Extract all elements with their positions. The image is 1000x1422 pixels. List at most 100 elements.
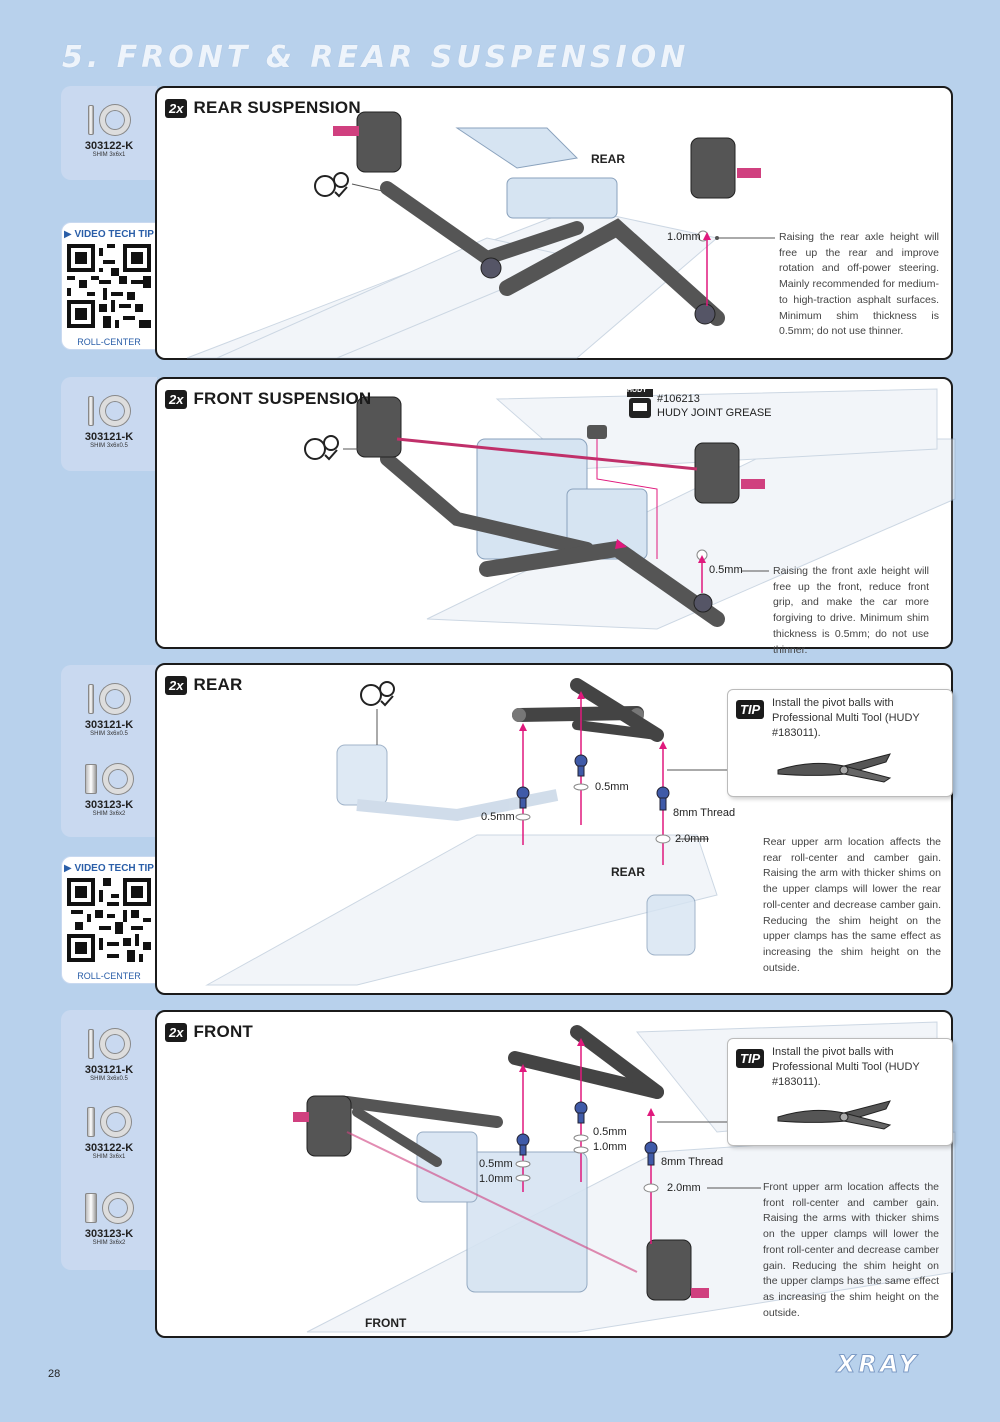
video-tech-tip-card[interactable]: ▶ VIDEO TECH TIP ROLL-CENTER — [61, 856, 157, 984]
play-circle-icon: ▶ — [64, 229, 72, 240]
shim-item: 303123-K SHIM 3x6x2 — [61, 1190, 157, 1246]
tip-badge: TIP — [736, 1049, 765, 1068]
quantity-badge: 2x — [165, 98, 188, 118]
shim-callout: 0.5mm — [709, 564, 743, 576]
play-circle-icon: ▶ — [64, 863, 72, 874]
part-number: 303121-K — [84, 431, 134, 443]
shim-callout-2: 0.5mm — [481, 811, 515, 823]
step-rear-suspension: 2x REAR SUSPENSION REAR 1.0mm Raising th… — [155, 86, 953, 360]
orientation-label: REAR — [591, 152, 626, 166]
quantity-badge: 2x — [165, 675, 188, 695]
rear-illustration — [205, 678, 727, 986]
video-label: ▶ VIDEO TECH TIP — [64, 863, 154, 874]
shim-item: 303121-K SHIM 3x6x0.5 — [61, 681, 157, 737]
parts-card-front: 303121-K SHIM 3x6x0.5 303122-K SHIM 3x6x… — [61, 1010, 157, 1270]
shim-item: 303122-K SHIM 3x6x1 — [61, 102, 157, 158]
shim-callout-3: 0.5mm — [479, 1158, 513, 1170]
shim-icon — [61, 1104, 157, 1140]
step-header: 2x REAR SUSPENSION — [165, 98, 361, 118]
shim-icon — [61, 102, 157, 138]
step-title: FRONT — [193, 1022, 254, 1041]
part-number: 303122-K — [84, 140, 134, 152]
shim-callout-4: 1.0mm — [479, 1173, 513, 1185]
tip-badge: TIP — [736, 700, 765, 719]
shim-item: 303121-K SHIM 3x6x0.5 — [61, 393, 157, 449]
tuning-note: Front upper arm location affects the fro… — [763, 1181, 939, 1319]
grease-code: #106213 — [657, 393, 700, 405]
part-number: 303123-K — [84, 799, 134, 811]
upper-arm-right — [570, 678, 664, 742]
step-title: REAR SUSPENSION — [193, 98, 361, 117]
svg-text:XRAY: XRAY — [835, 1350, 919, 1378]
thread-callout: 8mm Thread — [673, 807, 736, 819]
parts-card-rear: 303121-K SHIM 3x6x0.5 303123-K SHIM 3x6x… — [61, 665, 157, 837]
upper-arm-right — [570, 1025, 664, 1099]
page-number: 28 — [48, 1368, 61, 1380]
part-description: SHIM 3x6x2 — [92, 811, 126, 817]
grease-jar-icon — [627, 389, 653, 418]
step-front: 2x FRONT TIP Install the pivot balls wit… — [155, 1010, 956, 1338]
orientation-label: REAR — [611, 865, 646, 879]
qr-code-icon[interactable] — [67, 878, 151, 962]
thread-callout: 8mm Thread — [661, 1156, 724, 1168]
shim-callout-1: 0.5mm — [593, 1126, 627, 1138]
tip-box: TIP Install the pivot balls with Profess… — [727, 1038, 953, 1146]
part-number: 303121-K — [84, 719, 134, 731]
tip-text: Install the pivot balls with Professiona… — [772, 697, 920, 739]
shim-callout: 1.0mm — [667, 231, 701, 243]
part-description: SHIM 3x6x0.5 — [90, 1076, 128, 1082]
tip-box: TIP Install the pivot balls with Profess… — [727, 689, 953, 797]
tuning-note: Rear upper arm location affects the rear… — [763, 836, 941, 974]
shim-callout-2: 1.0mm — [593, 1141, 627, 1153]
step-header: 2x FRONT — [165, 1022, 253, 1042]
shim-item: 303121-K SHIM 3x6x0.5 — [61, 1026, 157, 1082]
tool-icon — [314, 172, 349, 198]
shim-icon — [61, 761, 157, 797]
page-title: 5. FRONT & REAR SUSPENSION — [62, 40, 690, 75]
step-title: REAR — [193, 675, 243, 694]
part-description: SHIM 3x6x2 — [92, 1240, 126, 1246]
front-suspension-illustration — [304, 388, 956, 630]
shim-callout-5: 2.0mm — [667, 1182, 701, 1194]
step-header: 2x REAR — [165, 675, 242, 695]
part-description: SHIM 3x6x0.5 — [90, 443, 128, 449]
tuning-note: Raising the rear axle height will free u… — [779, 231, 939, 338]
tuning-note: Raising the front axle height will free … — [773, 565, 929, 656]
shim-icon — [61, 681, 157, 717]
step-title: FRONT SUSPENSION — [193, 389, 372, 408]
parts-card-rear-suspension: 303122-K SHIM 3x6x1 — [61, 86, 157, 180]
part-number: 303121-K — [84, 1064, 134, 1076]
part-description: SHIM 3x6x0.5 — [90, 731, 128, 737]
step-header: 2x FRONT SUSPENSION — [165, 389, 371, 409]
grease-brand: HUDY — [627, 387, 647, 394]
parts-card-front-suspension: 303121-K SHIM 3x6x0.5 — [61, 377, 157, 471]
shim-icon — [61, 393, 157, 429]
shim-icon — [61, 1026, 157, 1062]
part-number: 303123-K — [84, 1228, 134, 1240]
step-front-suspension: 2x FRONT SUSPENSION HUDY #106213 HUDY JO… — [155, 377, 956, 656]
shim-icon — [61, 1190, 157, 1226]
tip-text: Install the pivot balls with Professiona… — [772, 1046, 920, 1088]
tool-icon — [304, 435, 339, 461]
brand-logo: XRAY — [798, 1350, 958, 1383]
tool-icon — [360, 681, 395, 707]
part-description: SHIM 3x6x1 — [92, 152, 126, 158]
part-number: 303122-K — [84, 1142, 134, 1154]
shim-callout-3: 2.0mm — [675, 833, 709, 845]
multi-tool-icon — [777, 753, 892, 783]
video-topic: ROLL-CENTER — [77, 337, 141, 347]
quantity-badge: 2x — [165, 389, 188, 409]
quantity-badge: 2x — [165, 1022, 188, 1042]
shim-item: 303122-K SHIM 3x6x1 — [61, 1104, 157, 1160]
video-label: ▶ VIDEO TECH TIP — [64, 229, 154, 240]
rear-suspension-illustration — [186, 111, 775, 359]
shim-callout-1: 0.5mm — [595, 781, 629, 793]
multi-tool-icon — [777, 1100, 892, 1130]
shim-item: 303123-K SHIM 3x6x2 — [61, 761, 157, 817]
step-rear: 2x REAR TIP Install the pivot balls with… — [155, 663, 953, 995]
qr-code-icon[interactable] — [67, 244, 151, 328]
grease-name: HUDY JOINT GREASE — [657, 407, 772, 419]
orientation-label: FRONT — [365, 1316, 407, 1330]
video-topic: ROLL-CENTER — [77, 971, 141, 981]
video-tech-tip-card[interactable]: ▶ VIDEO TECH TIP ROLL-CENTER — [61, 222, 157, 350]
